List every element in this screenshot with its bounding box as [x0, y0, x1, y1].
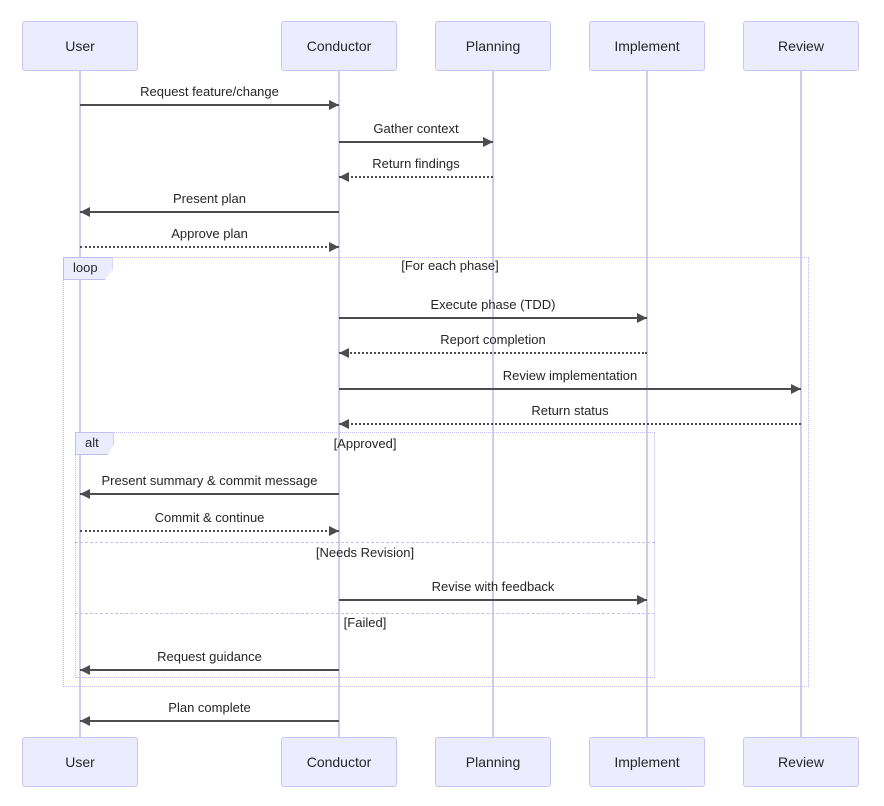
actor-bottom-review: Review	[743, 737, 859, 787]
message-line	[80, 530, 339, 532]
alt-section-divider	[75, 613, 655, 614]
arrowhead-icon	[339, 172, 349, 182]
actor-bottom-user: User	[22, 737, 138, 787]
actor-top-planning: Planning	[435, 21, 551, 71]
arrowhead-icon	[80, 489, 90, 499]
arrowhead-icon	[637, 313, 647, 323]
message-line	[339, 388, 801, 390]
arrowhead-icon	[80, 716, 90, 726]
loop-label: loop	[63, 257, 113, 280]
actor-bottom-planning: Planning	[435, 737, 551, 787]
actor-bottom-implement: Implement	[589, 737, 705, 787]
arrowhead-icon	[329, 526, 339, 536]
message-label: Present summary & commit message	[101, 473, 318, 488]
loop-frame	[63, 257, 809, 687]
alt-section-label: [Approved]	[333, 436, 397, 451]
message-label: Gather context	[373, 121, 459, 136]
message-line	[80, 493, 339, 495]
arrowhead-icon	[329, 100, 339, 110]
message-label: Request feature/change	[140, 84, 279, 99]
arrowhead-icon	[791, 384, 801, 394]
message-label: Approve plan	[171, 226, 248, 241]
lifeline-planning	[492, 71, 494, 737]
message-label: Report completion	[440, 332, 546, 347]
message-label: Commit & continue	[154, 510, 265, 525]
lifeline-conductor	[338, 71, 340, 737]
message-label: Present plan	[173, 191, 246, 206]
loop-condition-label: [For each phase]	[401, 258, 499, 273]
arrowhead-icon	[80, 665, 90, 675]
alt-section-label: [Failed]	[343, 615, 387, 630]
actor-top-user: User	[22, 21, 138, 71]
alt-frame	[75, 432, 655, 678]
message-label: Review implementation	[502, 368, 638, 383]
alt-label: alt	[75, 432, 114, 455]
message-line	[339, 352, 647, 354]
message-line	[339, 176, 493, 178]
actor-top-conductor: Conductor	[281, 21, 397, 71]
message-label: Return findings	[372, 156, 460, 171]
message-label: Plan complete	[168, 700, 251, 715]
arrowhead-icon	[80, 207, 90, 217]
message-line	[80, 211, 339, 213]
message-label: Request guidance	[157, 649, 262, 664]
alt-section-label: [Needs Revision]	[315, 545, 415, 560]
message-line	[339, 423, 801, 425]
arrowhead-icon	[637, 595, 647, 605]
arrowhead-icon	[339, 348, 349, 358]
message-label: Execute phase (TDD)	[430, 297, 556, 312]
actor-top-implement: Implement	[589, 21, 705, 71]
message-line	[339, 141, 493, 143]
arrowhead-icon	[483, 137, 493, 147]
message-line	[80, 104, 339, 106]
arrowhead-icon	[339, 419, 349, 429]
message-line	[80, 246, 339, 248]
message-line	[339, 599, 647, 601]
actor-bottom-conductor: Conductor	[281, 737, 397, 787]
lifeline-user	[79, 71, 81, 737]
message-line	[80, 720, 339, 722]
alt-section-divider	[75, 542, 655, 543]
actor-top-review: Review	[743, 21, 859, 71]
message-line	[339, 317, 647, 319]
lifeline-review	[800, 71, 802, 737]
message-label: Return status	[531, 403, 609, 418]
message-label: Revise with feedback	[431, 579, 555, 594]
message-line	[80, 669, 339, 671]
lifeline-implement	[646, 71, 648, 737]
arrowhead-icon	[329, 242, 339, 252]
